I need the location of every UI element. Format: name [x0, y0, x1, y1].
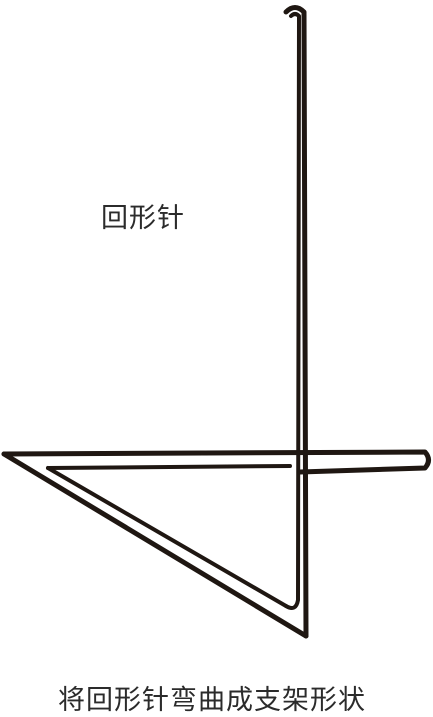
- diagram-caption: 将回形针弯曲成支架形状: [58, 685, 366, 716]
- paperclip-label: 回形针: [101, 203, 185, 234]
- horizontal-wire-top: [1, 449, 431, 475]
- horizontal-wire-bottom: [46, 464, 292, 470]
- vertical-wire-outer: [283, 5, 309, 639]
- vertical-wire-inner: [284, 12, 301, 610]
- diagonal-wire-outer: [1, 451, 309, 639]
- diagonal-wire-inner: [46, 466, 288, 608]
